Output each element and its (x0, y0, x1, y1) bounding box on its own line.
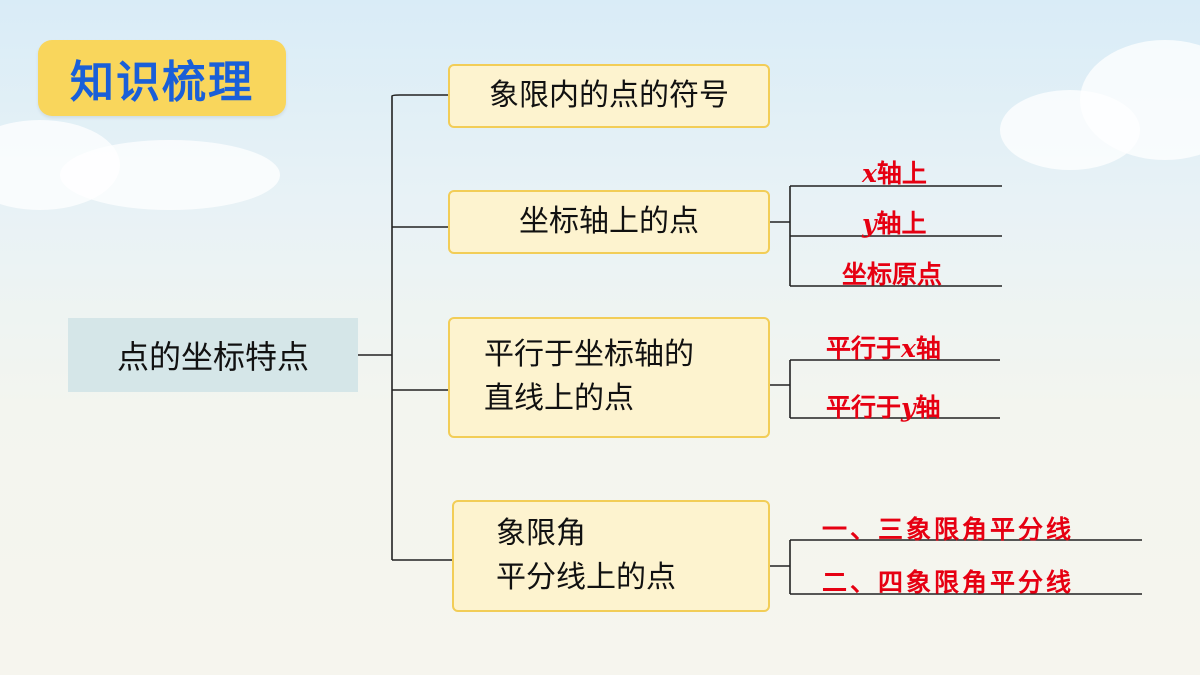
branch-bisector-lines: 象限角 平分线上的点 (452, 500, 770, 612)
leaf-origin: 坐标原点 (842, 255, 942, 291)
leaf-text: 轴 (915, 393, 941, 422)
branch-label: 坐标轴上的点 (519, 204, 699, 239)
leaf-text: 二、四象限角平分线 (822, 568, 1075, 597)
leaf-prefix: 平行于 (826, 393, 902, 422)
branch-parallel-lines: 平行于坐标轴的 直线上的点 (448, 317, 770, 438)
leaf-bisector-2-4: 二、四象限角平分线 (822, 563, 1074, 599)
page-title: 知识梳理 (38, 40, 286, 116)
leaf-text: 坐标原点 (842, 260, 943, 289)
leaf-text: 轴上 (876, 209, 927, 238)
leaf-parallel-x: 平行于x轴 (826, 329, 941, 365)
root-node: 点的坐标特点 (68, 318, 358, 392)
leaf-parallel-y: 平行于y轴 (826, 388, 941, 424)
leaf-text: 轴上 (876, 159, 927, 188)
leaf-text: 轴 (915, 334, 941, 363)
cloud-decoration (1000, 90, 1140, 170)
branch-quadrant-signs: 象限内的点的符号 (448, 64, 770, 128)
leaf-variable: x (901, 334, 916, 363)
leaf-variable: y (901, 393, 916, 422)
branch-label-line2: 直线上的点 (484, 381, 634, 416)
leaf-text: 一、三象限角平分线 (822, 515, 1075, 544)
leaf-variable: y (862, 209, 877, 238)
cloud-decoration (60, 140, 280, 210)
leaf-prefix: 平行于 (826, 334, 902, 363)
branch-label-line1: 象限角 (496, 516, 586, 551)
branch-label-line1: 平行于坐标轴的 (484, 337, 694, 372)
leaf-y-axis: y轴上 (862, 204, 927, 240)
leaf-bisector-1-3: 一、三象限角平分线 (822, 510, 1074, 546)
branch-label: 象限内的点的符号 (489, 78, 729, 113)
leaf-variable: x (862, 159, 877, 188)
branch-label-line2: 平分线上的点 (496, 560, 676, 595)
leaf-x-axis: x轴上 (862, 154, 927, 190)
branch-axis-points: 坐标轴上的点 (448, 190, 770, 254)
